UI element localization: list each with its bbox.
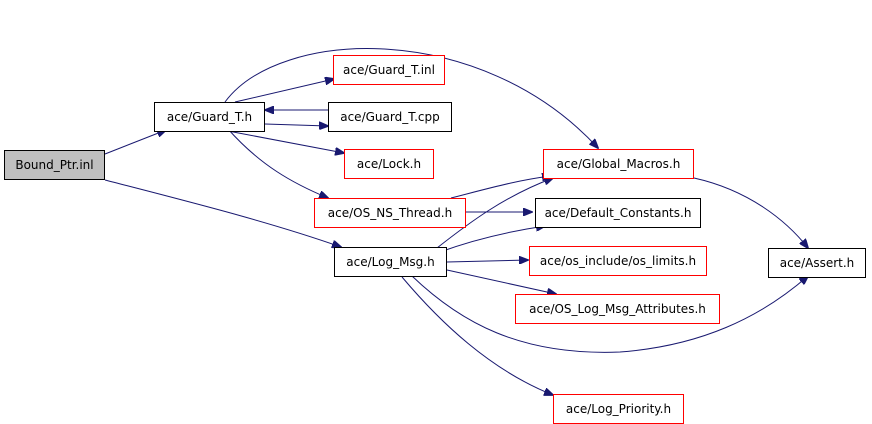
node-os-limits-h[interactable]: ace/os_include/os_limits.h bbox=[529, 246, 707, 276]
node-guard-t-cpp[interactable]: ace/Guard_T.cpp bbox=[328, 102, 452, 132]
node-log-msg-h[interactable]: ace/Log_Msg.h bbox=[334, 247, 447, 277]
node-global-macros-h[interactable]: ace/Global_Macros.h bbox=[543, 149, 694, 179]
edge-global-macros-to-assert bbox=[693, 177, 808, 248]
edge-log-msg-to-os-log-msg-attributes bbox=[446, 269, 556, 294]
node-guard-t-h[interactable]: ace/Guard_T.h bbox=[154, 102, 265, 132]
node-guard-t-inl[interactable]: ace/Guard_T.inl bbox=[333, 55, 445, 85]
edge-bound-ptr-to-log-msg bbox=[104, 179, 341, 247]
edge-os-ns-thread-to-global-macros bbox=[450, 176, 551, 199]
edge-bound-ptr-to-guard-t-h bbox=[104, 130, 166, 155]
node-os-ns-thread-h[interactable]: ace/OS_NS_Thread.h bbox=[314, 198, 466, 228]
edge-log-msg-to-log-priority bbox=[401, 276, 553, 395]
edge-log-msg-to-os-limits bbox=[446, 260, 528, 262]
edge-guard-t-h-to-guard-t-cpp bbox=[264, 124, 328, 126]
node-default-constants-h[interactable]: ace/Default_Constants.h bbox=[535, 198, 701, 228]
node-log-priority-h[interactable]: ace/Log_Priority.h bbox=[553, 394, 684, 424]
edge-guard-t-h-to-guard-t-inl bbox=[234, 79, 334, 103]
edge-log-msg-to-global-macros bbox=[436, 178, 553, 249]
node-assert-h[interactable]: ace/Assert.h bbox=[768, 248, 866, 278]
node-lock-h[interactable]: ace/Lock.h bbox=[344, 149, 434, 179]
edge-guard-t-h-to-global-macros bbox=[224, 48, 598, 148]
edge-guard-t-h-to-os-ns-thread bbox=[227, 128, 328, 198]
edge-log-msg-to-default-constants bbox=[439, 226, 545, 253]
edge-log-msg-to-assert bbox=[411, 276, 808, 353]
node-bound-ptr-inl: Bound_Ptr.inl bbox=[4, 150, 105, 180]
node-os-log-msg-attributes-h[interactable]: ace/OS_Log_Msg_Attributes.h bbox=[515, 294, 720, 324]
edge-guard-t-h-to-lock-h bbox=[227, 130, 344, 153]
